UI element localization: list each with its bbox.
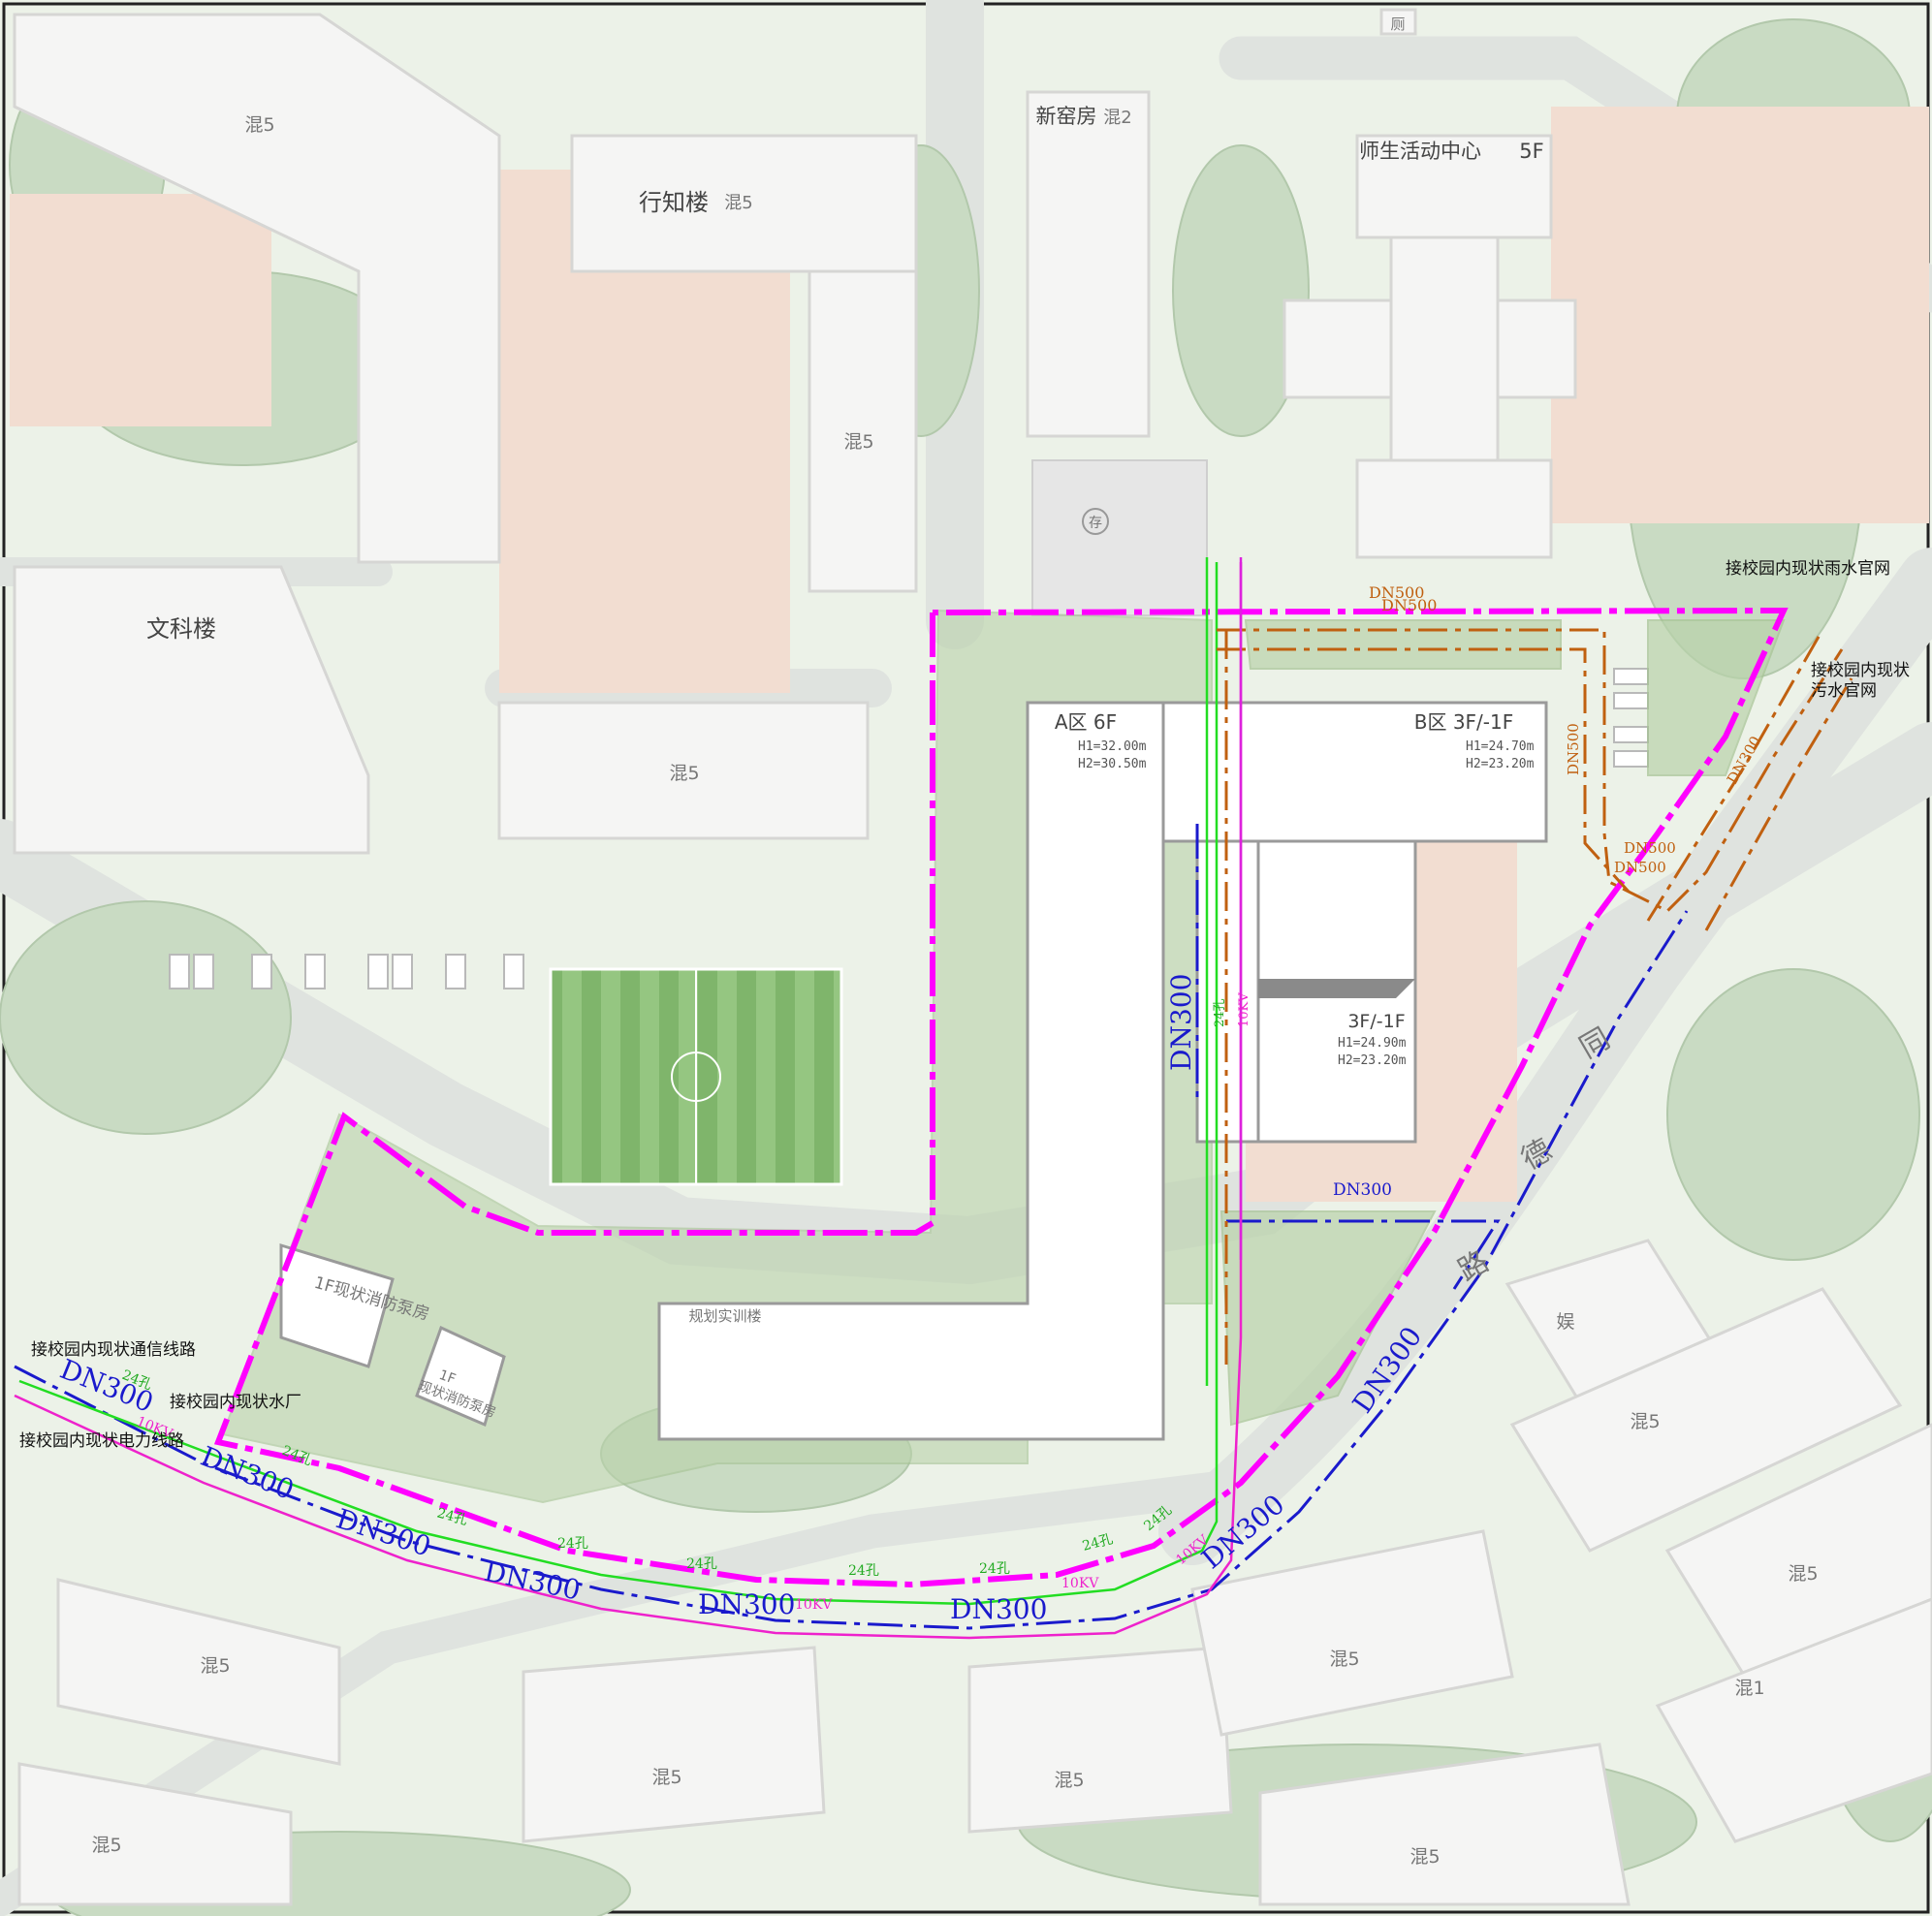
label-power-3: 10KV bbox=[1061, 1576, 1099, 1591]
label-s-6: 混5 bbox=[1409, 1846, 1440, 1868]
label-pipe-dn500-5: DN500 bbox=[1614, 859, 1666, 876]
building-s-4 bbox=[967, 1646, 1233, 1834]
label-wenke: 文科楼 bbox=[146, 615, 216, 643]
storage-marker-icon bbox=[1082, 508, 1109, 535]
label-pipe-dn500-2: DN500 bbox=[1381, 596, 1437, 614]
label-power-vert: 10KV bbox=[1237, 992, 1251, 1027]
label-s-4: 混5 bbox=[1054, 1770, 1084, 1791]
callout-sewer-1: 接校园内现状 bbox=[1811, 661, 1910, 680]
building-nw-block bbox=[13, 13, 501, 564]
label-pipe-dn300-5: DN300 bbox=[698, 1588, 795, 1620]
label-telecom-4: 24孔 bbox=[557, 1536, 588, 1552]
label-se-3: 混1 bbox=[1734, 1678, 1764, 1699]
label-pipe-dn300-10: DN300 bbox=[1333, 1180, 1392, 1200]
building-top-mark bbox=[1379, 8, 1417, 36]
label-telecom-8: 24孔 bbox=[1081, 1531, 1115, 1555]
building-shisheng-left bbox=[1283, 298, 1393, 399]
label-telecom-7: 24孔 bbox=[979, 1561, 1010, 1577]
telecom-line-24 bbox=[18, 562, 1219, 1606]
building-xinyao bbox=[1026, 90, 1151, 438]
callout-power: 接校园内现状电力线路 bbox=[19, 1431, 184, 1451]
label-xinyao: 新窑房 bbox=[1036, 105, 1097, 128]
label-telecom-6: 24孔 bbox=[848, 1563, 879, 1579]
label-zone-b-h1: H1=24.70m bbox=[1466, 739, 1535, 754]
label-s-2: 混5 bbox=[91, 1835, 121, 1856]
label-hun5-east: 混5 bbox=[843, 431, 873, 453]
callout-telecom: 接校园内现状通信线路 bbox=[31, 1340, 196, 1360]
label-telecom-vert: 24孔 bbox=[1213, 998, 1227, 1027]
building-shisheng-top bbox=[1355, 134, 1553, 239]
label-pipe-dn300-6: DN300 bbox=[950, 1593, 1047, 1625]
parking-lot bbox=[169, 668, 1649, 989]
callout-sewer-2: 污水官网 bbox=[1811, 681, 1877, 701]
label-top-mark: 厕 bbox=[1390, 16, 1405, 33]
building-shisheng-right bbox=[1496, 298, 1577, 399]
sewer-pipe-dn500 bbox=[1217, 628, 1853, 1366]
label-zone-a-h1: H1=32.00m bbox=[1078, 739, 1147, 754]
power-line-10kv bbox=[14, 562, 1243, 1640]
label-telecom-5: 24孔 bbox=[686, 1556, 717, 1572]
building-wenke bbox=[13, 565, 370, 855]
building-xingzhi bbox=[570, 134, 918, 273]
label-zone-a: A区 6F bbox=[1055, 710, 1117, 734]
label-storage: 存 bbox=[1089, 516, 1102, 531]
label-zone-c: 3F/-1F bbox=[1347, 1011, 1405, 1032]
building-s-6 bbox=[1258, 1743, 1631, 1906]
building-pump-2 bbox=[415, 1325, 506, 1428]
label-xinyao-tag: 混2 bbox=[1103, 108, 1131, 128]
label-shisheng: 师生活动中心 bbox=[1359, 140, 1481, 163]
building-shisheng-mid bbox=[1389, 236, 1500, 462]
label-power-2: 10KV bbox=[795, 1597, 833, 1613]
callout-rain: 接校园内现状雨水官网 bbox=[1726, 559, 1890, 579]
label-s-1: 混5 bbox=[200, 1655, 230, 1677]
label-xingzhi-tag: 混5 bbox=[724, 193, 752, 213]
label-pipe-dn500-3: DN500 bbox=[1565, 723, 1582, 775]
label-pipe-dn300-9: DN300 bbox=[1165, 974, 1197, 1071]
building-se-3 bbox=[1655, 1597, 1932, 1843]
label-nw-block: 混5 bbox=[244, 114, 274, 136]
building-hun5-mid bbox=[497, 701, 870, 840]
label-xingzhi: 行知楼 bbox=[639, 189, 709, 216]
building-xingzhi-wing bbox=[808, 269, 918, 593]
building-se-1 bbox=[1509, 1287, 1903, 1553]
label-s-3: 混5 bbox=[651, 1767, 681, 1788]
callout-water: 接校园内现状水厂 bbox=[170, 1393, 301, 1412]
building-s-1 bbox=[56, 1578, 341, 1766]
label-zone-b-h2: H2=23.20m bbox=[1466, 757, 1535, 771]
label-zone-a-h2: H2=30.50m bbox=[1078, 757, 1147, 771]
label-training: 规划实训楼 bbox=[688, 1307, 761, 1325]
label-zone-b: B区 3F/-1F bbox=[1414, 710, 1514, 734]
building-zone-b bbox=[1161, 701, 1548, 843]
building-pump-1 bbox=[279, 1242, 395, 1368]
existing-buildings bbox=[13, 8, 1932, 1906]
label-zone-c-h2: H2=23.20m bbox=[1338, 1053, 1407, 1068]
building-se-2 bbox=[1664, 1423, 1932, 1679]
site-landscape bbox=[221, 609, 1786, 1504]
label-telecom-3: 24孔 bbox=[435, 1505, 469, 1528]
label-se-1: 混5 bbox=[1630, 1411, 1660, 1432]
building-s-5 bbox=[1190, 1529, 1514, 1737]
label-pump-2-a: 1F bbox=[437, 1367, 458, 1388]
label-pipe-dn500-1: DN500 bbox=[1369, 583, 1424, 602]
building-s-3 bbox=[522, 1646, 826, 1843]
water-pipe-dn300 bbox=[14, 824, 1689, 1630]
label-s-5: 混5 bbox=[1329, 1649, 1359, 1670]
label-shisheng-floors: 5F bbox=[1519, 140, 1543, 163]
building-s-2 bbox=[17, 1762, 293, 1906]
label-zone-c-h1: H1=24.90m bbox=[1338, 1036, 1407, 1051]
site-boundary-line bbox=[213, 607, 1789, 1588]
label-yu: 娱 bbox=[1556, 1311, 1574, 1333]
bike-shed bbox=[1031, 459, 1208, 616]
label-pipe-dn500-4: DN500 bbox=[1624, 839, 1676, 857]
label-se-2: 混5 bbox=[1788, 1563, 1818, 1585]
label-hun5-mid: 混5 bbox=[669, 763, 699, 784]
building-shisheng-bottom bbox=[1355, 458, 1553, 559]
